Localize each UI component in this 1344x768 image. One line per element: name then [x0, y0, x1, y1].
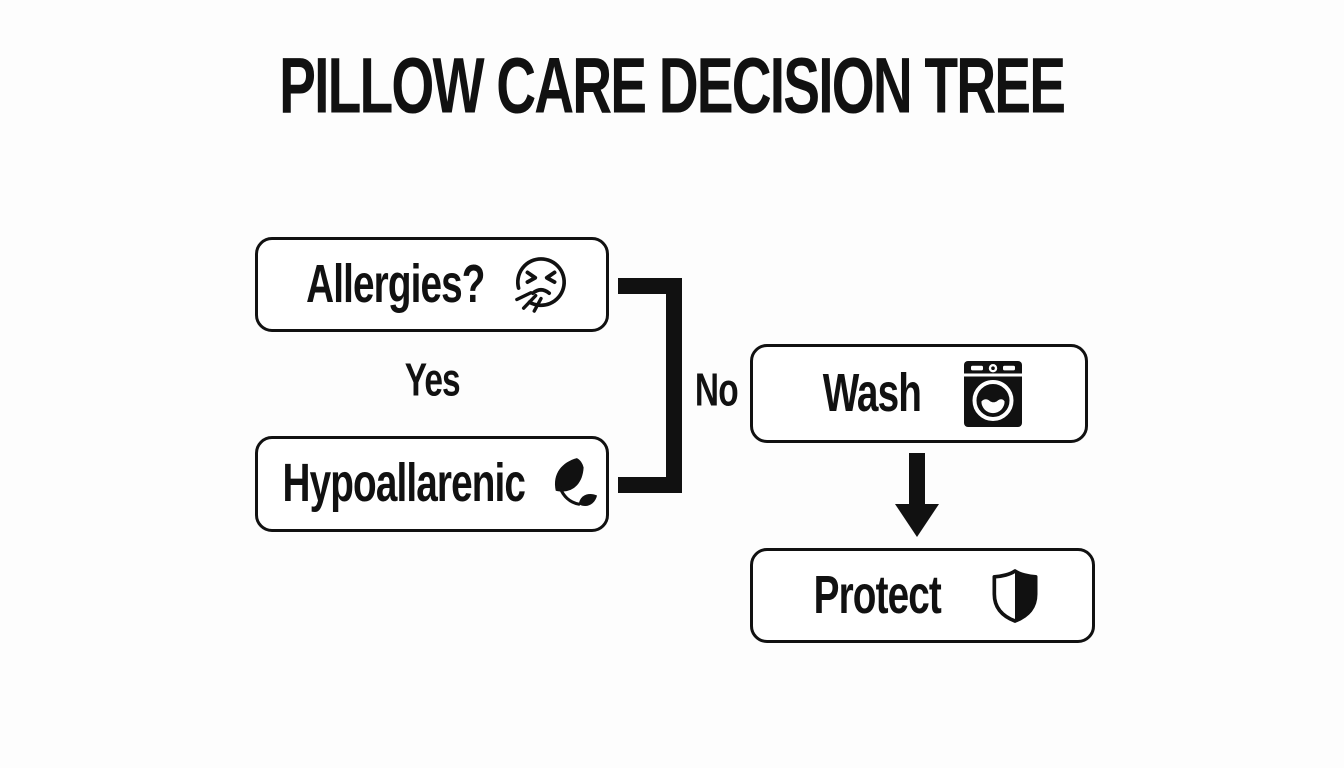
- page-title: PILLOW CARE DECISION TREE: [0, 46, 1344, 125]
- node-protect-label: Protect: [813, 565, 942, 625]
- arrow-wash-to-protect-shaft: [909, 453, 925, 506]
- bracket-connector-arm-top: [618, 278, 681, 294]
- leaf-icon: [554, 458, 597, 507]
- node-wash-label: Wash: [822, 363, 922, 423]
- sneezing-face-icon: [515, 256, 567, 313]
- node-wash: Wash: [750, 344, 1088, 443]
- bracket-connector-arm-bottom: [618, 477, 681, 493]
- shield-icon: [992, 568, 1038, 623]
- page-title-text: PILLOW CARE DECISION TREE: [279, 41, 1066, 130]
- washing-machine-icon: [963, 360, 1022, 427]
- node-protect: Protect: [750, 548, 1095, 643]
- node-hypoallergenic: Hypoallarenic: [255, 436, 609, 532]
- node-allergies: Allergies?: [255, 237, 609, 332]
- edge-label-yes: Yes: [404, 355, 460, 407]
- bracket-connector-vertical: [666, 278, 682, 493]
- edge-label-no: No: [694, 365, 739, 417]
- arrow-wash-to-protect-head: [895, 504, 939, 537]
- node-allergies-label: Allergies?: [305, 254, 485, 314]
- node-hypoallergenic-label: Hypoallarenic: [282, 453, 526, 514]
